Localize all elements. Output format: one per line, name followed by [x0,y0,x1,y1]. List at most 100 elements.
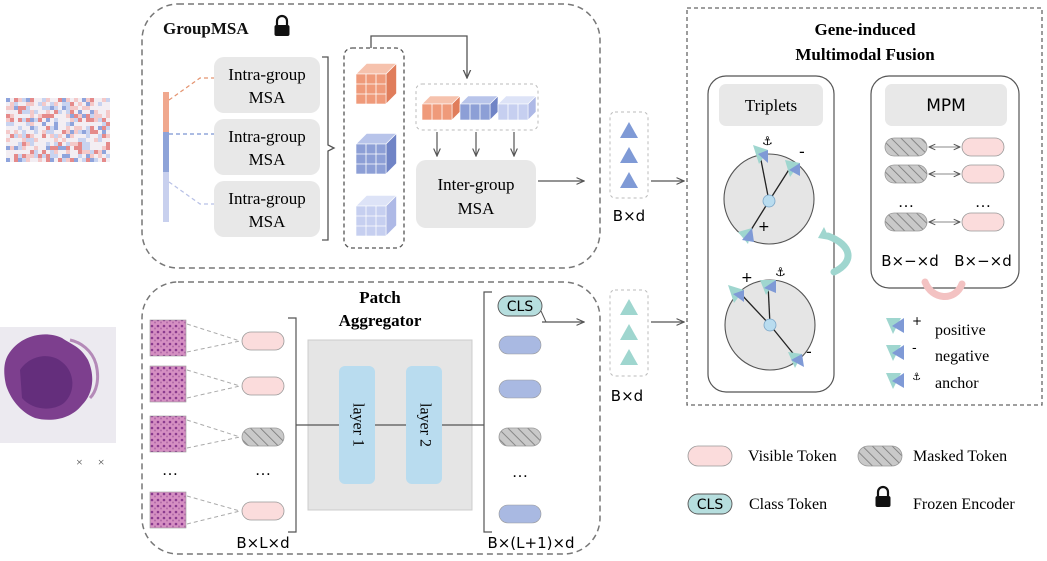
svg-text:layer 1: layer 1 [349,403,366,447]
visible-token [241,376,285,396]
triplet-legend: + positive - negative ⚓ anchor [886,314,989,392]
plus-symbol: + [758,219,770,235]
minus-symbol: - [799,142,805,161]
positive-token-marker [738,228,754,244]
wsi-image [0,327,116,443]
fusion-title-2: Multimodal Fusion [795,45,935,64]
svg-text:+: + [741,270,753,286]
input-dim: B×L×d [236,534,289,552]
mpm-dim-left: B×−×d [881,252,939,270]
svg-text:layer 2: layer 2 [416,403,433,447]
gene-output-triangles [620,122,638,188]
svg-text:MSA: MSA [249,150,287,169]
mpm-ellipsis-right: … [975,194,991,211]
positive-legend-icon [886,318,904,334]
svg-text:+: + [912,314,922,328]
layer-2: layer 2 [406,366,442,484]
fusion-title-1: Gene-induced [814,20,916,39]
blue-cube [355,132,398,175]
brace-input [288,317,297,533]
swap-curved-arrow [818,227,852,276]
inter-token-row [415,83,539,131]
patch-aggregator-box [141,281,601,555]
svg-text:MSA: MSA [249,88,287,107]
group-links [168,77,216,205]
svg-text:MSA: MSA [458,199,496,218]
svg-text:-: - [912,341,917,356]
patch-aggregator-title-1: Patch [359,288,401,307]
wsi-output-column [609,289,649,377]
triplet-sphere-1: ⚓ - + [723,134,815,245]
gene-expression-heatmap [6,98,110,162]
legend-masked-text: Masked Token [913,448,1007,465]
legend-anchor: anchor [935,375,979,392]
legend-class-text: Class Token [749,496,827,513]
svg-text:⚓: ⚓ [775,265,786,279]
group-msa-title: GroupMSA [163,19,249,38]
legend-visible-swatch [687,445,733,467]
output-token-ellipsis: … [512,464,528,481]
svg-text:Intra-group: Intra-group [228,189,305,208]
intra-group-msa-1: Intra-group MSA [214,57,320,113]
legend-positive: positive [935,322,986,339]
group-msa-box [141,3,601,269]
brace-intra [322,56,336,241]
fusion-box [686,7,1043,406]
legend-masked-swatch [857,445,903,467]
svg-text:Intra-group: Intra-group [228,127,305,146]
orange-cube [355,62,398,105]
mpm-title: MPM [926,96,966,116]
triplets-title: Triplets [745,96,797,115]
svg-text:Inter-group: Inter-group [437,175,514,194]
intra-group-msa-2: Intra-group MSA [214,119,320,175]
wsi-marks: × × [76,455,105,469]
anchor-token-marker [760,280,776,295]
patch-thumbnails [149,319,187,529]
negative-legend-icon [886,345,904,361]
cls-token: CLS [497,295,543,317]
svg-text:-: - [806,342,812,361]
flat-cubes [421,95,537,121]
masked-token [241,427,285,447]
legend-cls-swatch: CLS [687,493,733,515]
intra-group-msa-3: Intra-group MSA [214,181,320,237]
mpm-pairs [884,137,1005,232]
group-feature-column [343,47,405,249]
layer-1: layer 1 [339,366,375,484]
mpm-panel [870,75,1020,289]
svg-text:Intra-group: Intra-group [228,65,305,84]
light-blue-cube [355,194,398,237]
legend-frozen-text: Frozen Encoder [913,496,1015,513]
mpm-ellipsis-left: … [898,194,914,211]
svg-text:⚓: ⚓ [912,372,921,383]
legend-negative: negative [935,348,989,365]
legend-visible-text: Visible Token [748,448,837,465]
triplet-sphere-2: + ⚓ - [724,265,816,371]
positive-token-marker [728,285,744,303]
svg-text:MSA: MSA [249,212,287,231]
mpm-curved-arrow [921,278,966,300]
gene-group-bar [163,92,169,222]
svg-text:CLS: CLS [697,497,724,513]
output-dim: B×(L+1)×d [487,534,574,552]
triplets-panel [707,75,835,393]
inter-group-msa: Inter-group MSA [416,160,536,228]
negative-token-marker [788,352,804,368]
lock-icon [274,14,290,36]
negative-token-marker [785,160,800,177]
gene-output-column [609,111,649,199]
visible-token [241,331,285,351]
patch-ellipsis: … [162,462,178,479]
wsi-output-triangles [620,299,638,365]
input-token-ellipsis: … [255,462,271,479]
patch-aggregator-title-2: Aggregator [339,311,422,330]
wsi-output-dim: B×d [611,387,643,405]
patch-links [186,323,241,525]
bottom-legend: Visible Token Masked Token CLS Class Tok… [687,445,1015,515]
anchor-legend-icon [886,373,904,389]
anchor-token-marker [753,145,768,164]
column-to-inter-arrow [370,35,467,78]
brace-output [483,291,492,533]
output-tokens [498,335,542,524]
